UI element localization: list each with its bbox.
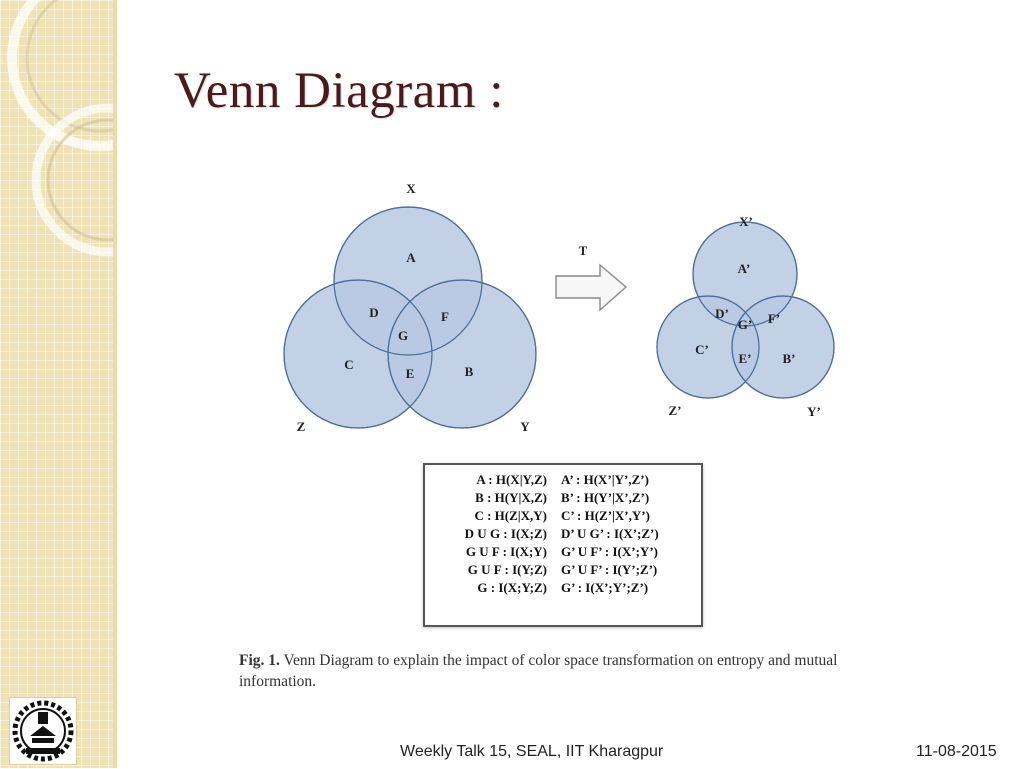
region-label-c-prime: C’ (695, 342, 709, 357)
circle-label-y-prime: Y’ (807, 404, 821, 419)
circle-label-z-prime: Z’ (669, 403, 682, 418)
figure-caption-text: Venn Diagram to explain the impact of co… (239, 652, 838, 690)
decorative-sidebar (0, 0, 113, 768)
legend-right-text: D’ U G’ : I(X’;Z’) (561, 526, 659, 541)
transform-arrow: T (555, 243, 628, 312)
circle-label-x: X (406, 181, 416, 196)
region-label-g: G (398, 328, 408, 343)
legend-left-text: C : H(Z|X,Y) (474, 508, 547, 523)
legend-right-text: G’ U F’ : I(Y’;Z’) (561, 562, 658, 577)
legend-left-text: G U F : I(Y;Z) (467, 562, 547, 577)
legend-right-text: B’ : H(Y’|X’,Z’) (561, 490, 650, 505)
region-label-d: D (369, 305, 378, 320)
legend-left-text: B : H(Y|X,Z) (475, 490, 547, 505)
figure-label: Fig. 1. (239, 652, 280, 669)
region-label-b: B (465, 364, 474, 379)
region-label-f-prime: F’ (768, 311, 780, 326)
circle-label-z: Z (297, 419, 306, 434)
legend-row: D U G : I(X;Z) D’ U G’ : I(X’;Z’) (425, 526, 701, 544)
region-label-a: A (406, 250, 416, 265)
venn-diagram-left: X Z Y A D F G C E B (283, 181, 537, 434)
legend-left-text: G U F : I(X;Y) (465, 544, 547, 559)
legend-row: B : H(Y|X,Z) B’ : H(Y’|X’,Z’) (425, 490, 701, 508)
region-label-g-prime: G’ (738, 317, 752, 332)
legend-left-text: D U G : I(X;Z) (464, 526, 547, 541)
legend-right-text: C’ : H(Z’|X’,Y’) (561, 508, 650, 523)
legend-row: G : I(X;Y;Z) G’ : I(X’;Y’;Z’) (425, 580, 701, 598)
legend-row: A : H(X|Y,Z) A’ : H(X’|Y’,Z’) (425, 472, 701, 490)
sidebar-edge (113, 0, 117, 768)
region-label-e-prime: E’ (739, 351, 752, 366)
legend-right-text: G’ : I(X’;Y’;Z’) (561, 580, 649, 595)
legend-left-text: G : I(X;Y;Z) (477, 580, 547, 595)
right-arrow-icon (555, 263, 628, 312)
region-label-f: F (441, 309, 449, 324)
venn-diagram-right: X’ Z’ Y’ A’ D’ F’ G’ C’ E’ B’ (656, 214, 835, 419)
region-label-c: C (344, 357, 353, 372)
footer-date: 11-08-2015 (916, 743, 997, 760)
legend-row: G U F : I(X;Y) G’ U F’ : I(X’;Y’) (425, 544, 701, 562)
legend-right-text: G’ U F’ : I(X’;Y’) (561, 544, 658, 559)
sidebar-rings-decoration (7, 0, 113, 257)
circle-label-x-prime: X’ (739, 214, 753, 229)
footer-talk-info: Weekly Talk 15, SEAL, IIT Kharagpur (400, 743, 664, 760)
legend-right-text: A’ : H(X’|Y’,Z’) (561, 472, 649, 487)
transform-label: T (579, 243, 588, 258)
figure-caption: Fig. 1. Venn Diagram to explain the impa… (239, 650, 899, 692)
legend-row: C : H(Z|X,Y) C’ : H(Z’|X’,Y’) (425, 508, 701, 526)
region-label-a-prime: A’ (738, 261, 751, 276)
iit-kharagpur-logo-icon (9, 697, 77, 765)
region-label-d-prime: D’ (715, 306, 729, 321)
slide-title: Venn Diagram : (174, 63, 504, 119)
legend-box: A : H(X|Y,Z) A’ : H(X’|Y’,Z’) B : H(Y|X,… (423, 463, 703, 627)
legend-left-text: A : H(X|Y,Z) (476, 472, 547, 487)
region-label-e: E (406, 366, 415, 381)
region-label-b-prime: B’ (783, 351, 796, 366)
legend-row: G U F : I(Y;Z) G’ U F’ : I(Y’;Z’) (425, 562, 701, 580)
circle-label-y: Y (520, 419, 530, 434)
